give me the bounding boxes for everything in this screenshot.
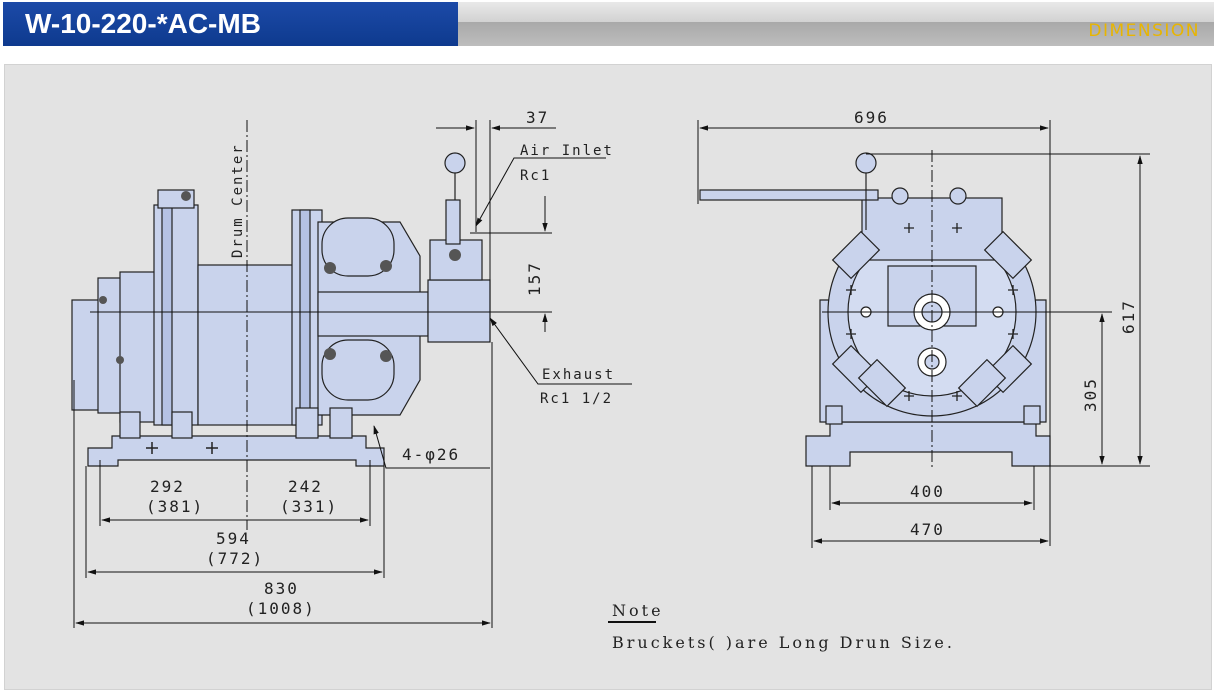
front-centerlines bbox=[822, 150, 1112, 470]
side-view-winch bbox=[71, 189, 491, 467]
dim-617: 617 bbox=[1119, 299, 1138, 334]
page-title: W-10-220-*AC-MB bbox=[25, 8, 261, 39]
dim-772: (772) bbox=[206, 549, 264, 568]
side-centerlines bbox=[90, 120, 552, 530]
dim-157: 157 bbox=[525, 261, 544, 296]
dim-381: (381) bbox=[146, 497, 204, 516]
dim-594: 594 bbox=[216, 529, 251, 548]
title-bar: W-10-220-*AC-MB bbox=[3, 2, 458, 46]
section-label: DIMENSION bbox=[1088, 21, 1200, 41]
side-dimension-lines bbox=[73, 120, 632, 628]
air-inlet-size: Rc1 bbox=[520, 168, 551, 184]
note-text: Bruckets( )are Long Drun Size. bbox=[612, 633, 955, 652]
dim-470: 470 bbox=[910, 520, 945, 539]
front-dimension-lines bbox=[697, 120, 1150, 548]
dim-400: 400 bbox=[910, 482, 945, 501]
dim-830: 830 bbox=[264, 579, 299, 598]
front-view-details bbox=[860, 187, 1004, 377]
side-view-base-marks bbox=[146, 442, 218, 454]
dim-242: 242 bbox=[288, 477, 323, 496]
dim-305: 305 bbox=[1081, 377, 1100, 412]
bolt-holes-label: 4-φ26 bbox=[402, 445, 460, 464]
dim-1008: (1008) bbox=[246, 599, 316, 618]
air-inlet-label: Air Inlet bbox=[520, 143, 614, 159]
exhaust-label: Exhaust bbox=[542, 367, 615, 383]
drum-center-label: Drum Center bbox=[230, 143, 246, 258]
header: W-10-220-*AC-MB DIMENSION bbox=[0, 0, 1216, 50]
note-heading: Note bbox=[612, 601, 664, 620]
front-view-winch bbox=[699, 152, 1051, 467]
side-lever bbox=[444, 152, 466, 200]
dim-37: 37 bbox=[526, 108, 549, 127]
header-gray-bar: DIMENSION bbox=[458, 2, 1214, 46]
exhaust-size: Rc1 1/2 bbox=[540, 391, 613, 407]
front-view-marks bbox=[846, 223, 1018, 401]
dim-331: (331) bbox=[280, 497, 338, 516]
side-view-bolts bbox=[99, 191, 461, 364]
dim-696: 696 bbox=[854, 108, 889, 127]
dim-292: 292 bbox=[150, 477, 185, 496]
